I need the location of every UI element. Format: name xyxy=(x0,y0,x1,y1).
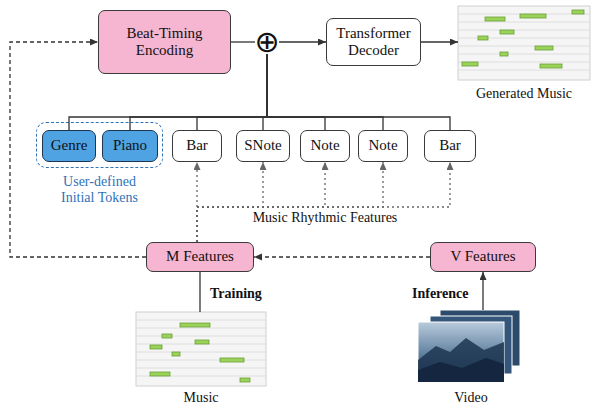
note-bar xyxy=(220,358,244,362)
roll-notes xyxy=(150,323,250,382)
note-bar xyxy=(150,345,162,349)
connector xyxy=(421,41,458,42)
node-text: Piano xyxy=(113,137,147,154)
phase-label: Training xyxy=(210,286,280,302)
feature-box: V Features xyxy=(430,242,536,272)
note-bar xyxy=(172,352,180,356)
phase-label: Inference xyxy=(412,286,482,302)
video-frames xyxy=(418,310,520,382)
encoding-box: Beat-Timing Encoding xyxy=(98,10,231,74)
feature-box: M Features xyxy=(146,242,254,272)
token-box: SNote xyxy=(236,130,290,162)
note-bar xyxy=(485,17,505,21)
input-music: Music xyxy=(136,312,266,406)
input-video: Video xyxy=(410,310,532,406)
note-bar xyxy=(150,372,170,376)
note-bar xyxy=(195,340,209,344)
group-heading: User-defined Initial Tokens xyxy=(50,174,150,206)
note-bar xyxy=(180,323,210,327)
node-text: SNote xyxy=(244,137,282,154)
connector xyxy=(197,162,263,242)
node-text: Genre xyxy=(51,137,88,154)
token-box: Bar xyxy=(172,130,222,162)
connector xyxy=(197,162,325,242)
token-group: User-defined Initial Tokens Genre Piano xyxy=(36,122,163,214)
connector xyxy=(197,162,383,242)
mountain-shape xyxy=(418,358,504,382)
note-bar xyxy=(162,334,172,338)
note-bar xyxy=(535,46,553,50)
node-text: V Features xyxy=(450,248,515,265)
annotation-label: Music Rhythmic Features xyxy=(240,210,410,226)
note-bar xyxy=(478,36,488,40)
note-bar xyxy=(520,14,546,18)
decoder-box: Transformer Decoder xyxy=(326,18,421,66)
note-bar xyxy=(572,10,584,14)
connector xyxy=(263,54,267,130)
connector xyxy=(254,256,430,257)
node-text: Bar xyxy=(439,137,461,154)
connector xyxy=(482,272,483,310)
connector xyxy=(199,272,200,312)
node-text: Music xyxy=(184,390,219,406)
mountain-shape xyxy=(418,338,504,382)
roll-frame xyxy=(458,6,590,80)
video-frame xyxy=(418,322,504,382)
token-box: Bar xyxy=(424,130,476,162)
note-bar xyxy=(500,30,514,34)
note-bar xyxy=(500,52,508,56)
connector xyxy=(197,162,450,242)
node-text: Generated Music xyxy=(476,86,572,102)
node-text: Bar xyxy=(186,137,208,154)
token-box: Note xyxy=(358,130,408,162)
piano-roll-input xyxy=(136,312,266,386)
node-text: ⊕ xyxy=(254,30,279,54)
connector xyxy=(196,162,197,242)
note-bar xyxy=(240,378,250,382)
node-text: Beat-Timing Encoding xyxy=(99,25,230,60)
sum-symbol: ⊕ xyxy=(255,30,279,54)
node-text: Note xyxy=(368,137,397,154)
roll-lines xyxy=(136,320,266,376)
token-box: Genre xyxy=(42,130,96,162)
node-text: Note xyxy=(310,137,339,154)
node-text: M Features xyxy=(166,248,234,265)
note-bar xyxy=(540,64,562,68)
connector xyxy=(267,54,325,130)
token-box: Piano xyxy=(102,130,158,162)
connector xyxy=(231,41,255,42)
node-text: Video xyxy=(454,390,487,406)
output-music: Generated Music xyxy=(458,6,590,102)
connector xyxy=(279,41,326,42)
roll-notes xyxy=(462,10,584,68)
note-bar xyxy=(462,62,478,66)
roll-lines xyxy=(458,14,590,70)
node-text: Transformer Decoder xyxy=(327,25,420,60)
roll-frame xyxy=(136,312,266,386)
piano-roll-output xyxy=(458,6,590,80)
token-box: Note xyxy=(300,130,350,162)
